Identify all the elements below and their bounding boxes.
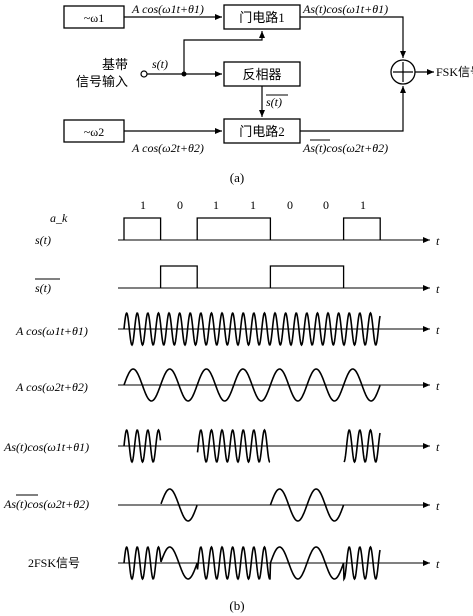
gated2-label: As(t)cos(ω2t+θ2) (302, 141, 388, 155)
output-label: FSK信号 (436, 65, 473, 79)
waveforms: a_k 1 0 1 1 0 0 1 s(t) s(t) A cos(ω1t+θ1… (3, 198, 440, 613)
input-label-line2: 信号输入 (76, 74, 128, 89)
carrier2-label: A cos(ω2t+θ2) (131, 141, 204, 155)
t-label-s: t (436, 234, 440, 248)
wave-gated2 (160, 488, 345, 522)
gate1-box (223, 4, 301, 30)
pulse-s-bar (159, 265, 345, 288)
row-label-carrier2: A cos(ω2t+θ2) (15, 380, 88, 394)
bit-1: 1 (140, 198, 146, 212)
caption-b: (b) (229, 598, 244, 613)
carrier1-label: A cos(ω1t+θ1) (131, 2, 204, 16)
wave-carrier1 (123, 311, 381, 347)
wave-carrier2 (123, 368, 381, 402)
oscillator1-label: ~ω1 (84, 11, 104, 25)
row-label-gated2: As(t)cos(ω2t+θ2) (3, 497, 89, 511)
t-label-carrier1: t (436, 323, 440, 337)
wave-fsk (123, 545, 381, 582)
gate1-to-summer-line (300, 16, 406, 58)
gate2-to-summer-line (300, 86, 406, 132)
oscillator2-label: ~ω2 (84, 125, 104, 139)
t-label-carrier2: t (436, 379, 440, 393)
caption-a: (a) (230, 170, 244, 185)
bit-6: 0 (323, 198, 329, 212)
gate1-label: 门电路1 (239, 10, 285, 25)
gate2-label: 门电路2 (239, 124, 285, 139)
t-label-gated1: t (436, 440, 440, 454)
wave-gated1 (123, 428, 381, 464)
bit-5: 0 (287, 198, 293, 212)
input-to-gate1-line (183, 31, 265, 74)
input-label-line1: 基带 (102, 57, 128, 72)
t-label-fsk: t (436, 557, 440, 571)
bit-4: 1 (250, 198, 256, 212)
bits-label: a_k (50, 211, 68, 225)
row-label-s-bar: s(t) (35, 281, 51, 295)
inverter-box (223, 61, 301, 87)
row-label-gated1: As(t)cos(ω1t+θ1) (3, 440, 89, 454)
input-terminal (140, 70, 148, 78)
block-diagram: ~ω1 门电路1 反相器 ~ω2 门电路2 A cos(ω1t+θ1) A co… (63, 2, 473, 185)
t-label-gated2: t (436, 499, 440, 513)
inverter-label: 反相器 (242, 67, 281, 82)
pulse-s (123, 217, 381, 240)
gated1-label: As(t)cos(ω1t+θ1) (302, 2, 388, 16)
bit-7: 1 (360, 198, 366, 212)
row-label-fsk: 2FSK信号 (28, 556, 80, 570)
row-label-s: s(t) (35, 233, 51, 247)
bit-3: 1 (213, 198, 219, 212)
row-label-carrier1: A cos(ω1t+θ1) (15, 324, 88, 338)
bit-2: 0 (177, 198, 183, 212)
t-label-s-bar: t (436, 282, 440, 296)
s-bar-label: s(t) (266, 95, 282, 109)
s-label: s(t) (152, 57, 168, 71)
